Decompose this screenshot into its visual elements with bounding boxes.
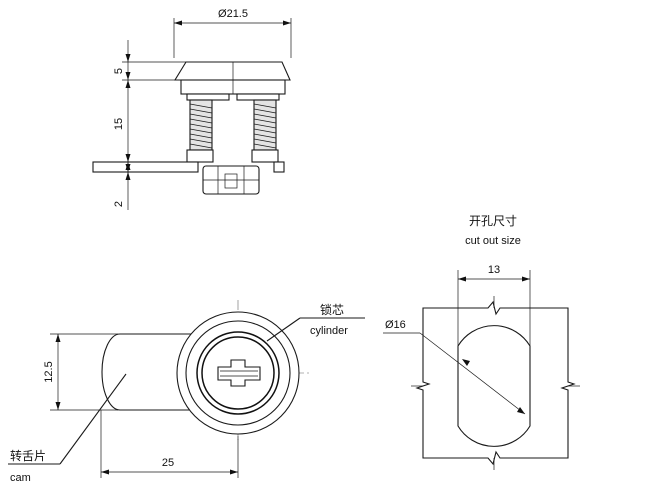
threaded-shank-right <box>253 99 277 151</box>
nut-left <box>186 149 214 163</box>
dimension-height: 12.5 <box>43 333 118 411</box>
front-view: 锁芯 cylinder 12.5 25 转舌片 cam <box>8 300 365 484</box>
cam-label-en: cam <box>10 472 31 484</box>
dimension-diameter: Ø21.5 <box>173 8 292 58</box>
dimension-length: 25 <box>100 410 239 478</box>
side-view: Ø21.5 5 15 2 <box>92 8 292 210</box>
dimension-body-length: 15 <box>113 118 125 130</box>
cylinder-leader <box>266 317 301 342</box>
nut-right <box>251 149 279 163</box>
cutout-title-cn: 开孔尺寸 <box>469 214 517 228</box>
panel-outline <box>415 300 576 466</box>
cutout-view: 开孔尺寸 cut out size 13 Ø16 <box>383 214 580 470</box>
dimension-cutout-width: 13 <box>457 264 531 346</box>
dimension-stack: 5 15 2 <box>93 40 186 210</box>
dimension-cutout-diameter-label: Ø16 <box>385 319 406 331</box>
cam-leader <box>59 373 127 465</box>
cylinder-label-cn: 锁芯 <box>320 302 344 317</box>
dimension-diameter-label: Ø21.5 <box>218 8 248 20</box>
dimension-panel: 2 <box>113 201 125 207</box>
cylinder-ring <box>196 331 280 415</box>
cylinder-label-en: cylinder <box>310 325 348 337</box>
cutout-title-en: cut out size <box>465 235 521 247</box>
mounting-panel <box>92 161 199 173</box>
cam-label-cn: 转舌片 <box>10 448 46 463</box>
dimension-cutout-width-label: 13 <box>488 264 500 276</box>
dimension-head-height: 5 <box>113 68 125 74</box>
cutout-hole <box>457 325 531 447</box>
dimension-length-label: 25 <box>162 457 174 469</box>
dimension-height-label: 12.5 <box>43 361 55 382</box>
key-slot <box>217 359 261 387</box>
threaded-shank-left <box>189 99 213 151</box>
lock-head-cap <box>174 61 291 81</box>
cam-tongue <box>101 333 201 411</box>
lock-face-outer <box>176 311 300 435</box>
dimension-cutout-diameter: Ø16 <box>383 319 526 415</box>
